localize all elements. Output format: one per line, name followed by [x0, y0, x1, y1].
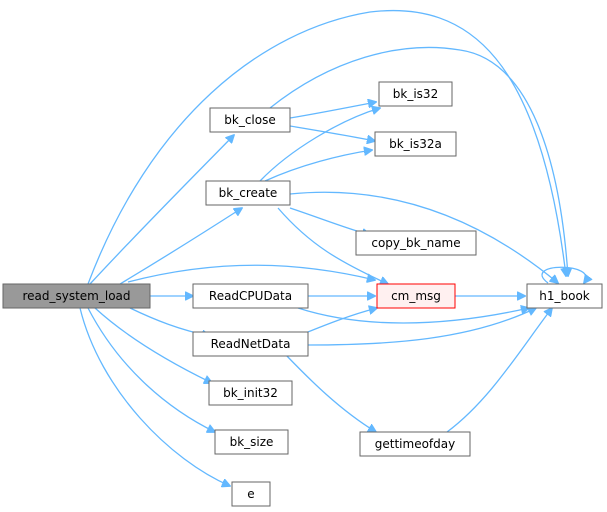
edge-bk-close-to-bk-is32 — [289, 102, 376, 119]
node-read-cpu-data[interactable]: ReadCPUData — [192, 283, 309, 309]
node-bk-close-label: bk_close — [224, 113, 275, 127]
node-bk-size-label: bk_size — [230, 435, 274, 449]
edge-bk-close-to-h1-book — [269, 46, 568, 276]
node-read-system-load[interactable]: read_system_load — [2, 283, 151, 309]
node-cm-msg[interactable]: cm_msg — [376, 283, 456, 309]
edge-read-system-load-to-bk-create — [119, 208, 242, 285]
node-bk-create[interactable]: bk_create — [205, 180, 291, 206]
node-read-system-load-label: read_system_load — [22, 289, 130, 303]
node-read-net-data-label: ReadNetData — [211, 337, 291, 351]
edge-read-system-load-to-cm-msg-top — [127, 264, 375, 282]
node-copy-bk-name-label: copy_bk_name — [371, 236, 460, 250]
edge-read-net-data-to-cm-msg — [297, 308, 377, 337]
node-e-label: e — [247, 487, 254, 501]
call-nodes: read_system_load bk_close bk_create Read… — [2, 81, 603, 507]
node-read-net-data[interactable]: ReadNetData — [192, 331, 309, 357]
call-edges — [79, 9, 586, 486]
edge-gettimeofday-to-h1-book — [446, 308, 552, 433]
node-bk-is32a[interactable]: bk_is32a — [374, 131, 457, 157]
edge-bk-create-to-bk-is32 — [259, 108, 380, 182]
edge-read-system-load-to-bk-init32 — [94, 307, 212, 383]
node-cm-msg-label: cm_msg — [391, 289, 441, 303]
edge-read-system-load-to-h1-book-top — [87, 9, 566, 285]
node-h1-book-label: h1_book — [539, 289, 590, 303]
edge-read-cpu-data-to-h1-book — [297, 308, 529, 324]
node-bk-close[interactable]: bk_close — [209, 107, 291, 133]
edge-read-system-load-to-bk-size — [87, 307, 215, 432]
node-bk-size[interactable]: bk_size — [214, 429, 289, 455]
node-bk-is32-label: bk_is32 — [393, 87, 438, 101]
node-read-cpu-data-label: ReadCPUData — [209, 289, 292, 303]
node-e[interactable]: e — [231, 481, 271, 507]
node-gettimeofday[interactable]: gettimeofday — [359, 431, 471, 457]
node-bk-init32-label: bk_init32 — [223, 386, 278, 400]
node-bk-is32a-label: bk_is32a — [389, 137, 442, 151]
edge-read-system-load-to-bk-close — [89, 135, 234, 285]
edge-h1-book-self-loop — [541, 266, 586, 283]
edge-bk-create-to-bk-is32a — [264, 150, 372, 182]
edge-bk-close-to-bk-is32a — [289, 125, 375, 141]
edge-bk-create-to-h1-book — [289, 191, 558, 283]
edge-read-net-data-to-gettimeofday — [284, 353, 376, 432]
node-bk-is32[interactable]: bk_is32 — [378, 81, 453, 107]
node-bk-create-label: bk_create — [219, 186, 278, 200]
node-bk-init32[interactable]: bk_init32 — [208, 380, 293, 406]
node-h1-book[interactable]: h1_book — [526, 283, 603, 309]
node-gettimeofday-label: gettimeofday — [375, 437, 455, 451]
edge-read-net-data-to-h1-book — [307, 308, 536, 346]
edge-read-system-load-to-e — [79, 307, 230, 486]
node-copy-bk-name[interactable]: copy_bk_name — [355, 230, 477, 256]
edge-bk-create-to-cm-msg — [277, 207, 388, 284]
